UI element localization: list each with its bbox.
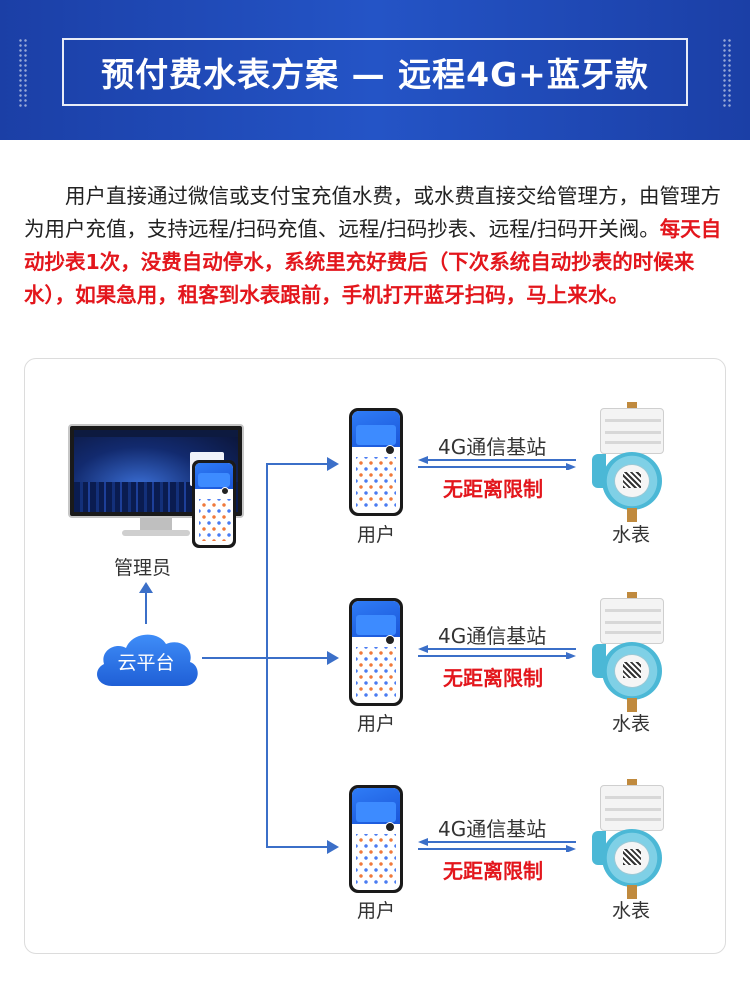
link-label: 4G通信基站 xyxy=(438,435,547,459)
user-label: 用户 xyxy=(357,713,396,735)
admin-label: 管理员 xyxy=(114,557,172,579)
admin-phone-icon xyxy=(192,460,236,548)
decor-dots-right xyxy=(722,38,732,108)
line-branch-3 xyxy=(266,846,330,848)
meter-label: 水表 xyxy=(612,900,651,922)
user-label: 用户 xyxy=(357,524,396,546)
link-note: 无距离限制 xyxy=(443,666,543,690)
cloud-icon xyxy=(97,634,198,686)
line-vertical-trunk xyxy=(266,463,268,847)
user-phone-icon xyxy=(349,785,403,893)
link-note: 无距离限制 xyxy=(443,859,543,883)
meter-label: 水表 xyxy=(612,524,651,546)
water-meter-icon xyxy=(592,592,672,714)
bidirectional-arrow-icon xyxy=(418,456,576,470)
arrow-cloud-to-admin xyxy=(145,590,147,624)
title-frame: 预付费水表方案 — 远程4G+蓝牙款 xyxy=(62,38,688,106)
link-label: 4G通信基站 xyxy=(438,817,547,841)
bidirectional-arrow-icon xyxy=(418,645,576,659)
arrowhead-up-icon xyxy=(139,582,153,593)
user-phone-icon xyxy=(349,598,403,706)
user-label: 用户 xyxy=(357,900,396,922)
water-meter-icon xyxy=(592,779,672,901)
arrowhead-right-icon xyxy=(327,457,339,471)
decor-dots-left xyxy=(18,38,28,108)
description-highlight: 每天自动抄表1次，没费自动停水，系统里充好费后（下次系统自动抄表的时候来水），如… xyxy=(24,217,722,307)
arrowhead-right-icon xyxy=(327,651,339,665)
bidirectional-arrow-icon xyxy=(418,838,576,852)
header-banner: 预付费水表方案 — 远程4G+蓝牙款 xyxy=(0,0,750,140)
line-branch-1 xyxy=(266,463,330,465)
link-label: 4G通信基站 xyxy=(438,624,547,648)
link-note: 无距离限制 xyxy=(443,477,543,501)
meter-label: 水表 xyxy=(612,713,651,735)
page-title: 预付费水表方案 — 远程4G+蓝牙款 xyxy=(101,55,649,94)
cloud-label: 云平台 xyxy=(117,652,175,674)
arrowhead-right-icon xyxy=(327,840,339,854)
water-meter-icon xyxy=(592,402,672,524)
user-phone-icon xyxy=(349,408,403,516)
description: 用户直接通过微信或支付宝充值水费，或水费直接交给管理方，由管理方为用户充值，支持… xyxy=(24,180,728,312)
description-text: 用户直接通过微信或支付宝充值水费，或水费直接交给管理方，由管理方为用户充值，支持… xyxy=(24,184,721,241)
